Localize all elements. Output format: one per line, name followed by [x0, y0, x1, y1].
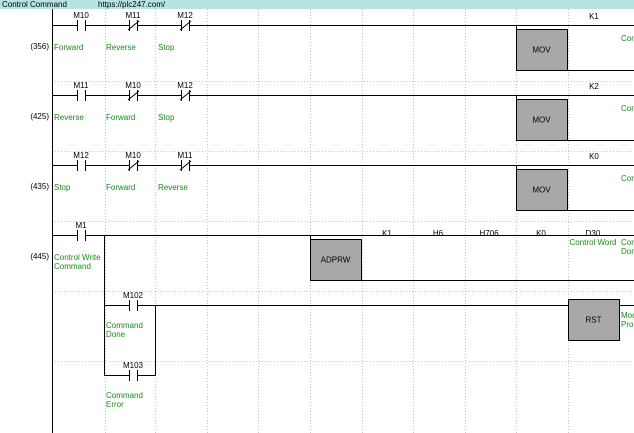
nc-slash: [127, 20, 140, 31]
contact-comment: Forward: [106, 113, 135, 122]
contact-comment: Forward: [106, 183, 135, 192]
contact-device: M11: [178, 151, 194, 160]
contact-m103[interactable]: M103: [104, 361, 156, 381]
contact-comment: Stop: [158, 43, 175, 52]
contact-comment: Command: [54, 262, 91, 271]
operand-comment: Pro: [621, 320, 634, 329]
operand-value: K0: [589, 152, 599, 161]
operand-comment: Cont: [621, 34, 634, 43]
contact-device: M10: [125, 81, 141, 90]
contact-device: M12: [177, 81, 193, 90]
contact-m11[interactable]: M11: [104, 11, 156, 31]
instruction-mnemonic: RST: [586, 316, 602, 325]
mov-instruction[interactable]: MOV: [516, 99, 568, 141]
contact-m10[interactable]: M10: [52, 11, 104, 31]
contact-comment: Done: [106, 330, 126, 339]
contact-device: M11: [126, 11, 142, 20]
instruction-box-fill: [568, 299, 620, 341]
website-url[interactable]: https://plc247.com/: [98, 0, 166, 9]
operand-value: D30: [586, 229, 601, 238]
contact-comment: Stop: [158, 113, 175, 122]
operand-comment: Cont: [621, 174, 634, 183]
nc-slash: [179, 20, 192, 31]
contact-comment: Command: [106, 391, 143, 400]
nc-slash: [179, 90, 192, 101]
contact-comment: Command: [106, 321, 143, 330]
contact-comment: Stop: [54, 183, 71, 192]
title-bar: Control Command https://plc247.com/: [0, 0, 634, 9]
operand-comment: Control Word: [570, 238, 617, 247]
step-number: (425): [30, 112, 49, 121]
contact-comment: Control Write: [54, 253, 101, 262]
contact-m11[interactable]: M11: [156, 151, 208, 171]
adprw-instruction[interactable]: ADPRW: [310, 239, 362, 281]
contact-device: M12: [73, 151, 89, 160]
program-name: Control Command: [2, 0, 67, 9]
instruction-box-fill: [310, 239, 362, 281]
mov-instruction[interactable]: MOV: [516, 169, 568, 211]
contact-device: M11: [74, 81, 90, 90]
nc-slash: [127, 90, 140, 101]
contact-m12[interactable]: M12: [156, 11, 208, 31]
contact-m11[interactable]: M11: [52, 81, 104, 101]
instruction-mnemonic: MOV: [532, 186, 551, 195]
contact-comment: Reverse: [106, 43, 136, 52]
contact-device: M12: [177, 11, 193, 20]
step-number: (445): [30, 252, 49, 261]
contact-m1[interactable]: M1: [52, 221, 104, 241]
operand-comment: Mod: [621, 311, 634, 320]
step-number: (435): [30, 182, 49, 191]
contact-device: M10: [125, 151, 141, 160]
operand-value: K1: [382, 229, 392, 238]
contact-comment: Reverse: [158, 183, 188, 192]
contact-device: M102: [123, 291, 144, 300]
operand-value: K1: [589, 12, 599, 21]
step-number: (356): [30, 42, 49, 51]
contact-m12[interactable]: M12: [52, 151, 104, 171]
nc-slash: [127, 160, 140, 171]
instruction-mnemonic: ADPRW: [321, 256, 351, 265]
instruction-mnemonic: MOV: [532, 116, 551, 125]
contact-m10[interactable]: M10: [104, 151, 156, 171]
operand-comment: Cont: [621, 104, 634, 113]
contact-m12[interactable]: M12: [156, 81, 208, 101]
instruction-mnemonic: MOV: [532, 46, 551, 55]
operand-value: K2: [589, 82, 599, 91]
operand-comment: Don: [621, 247, 634, 256]
instruction-box-fill: [516, 29, 568, 71]
operand-value: H706: [479, 229, 499, 238]
operand-value: H6: [433, 229, 444, 238]
contact-device: M10: [73, 11, 89, 20]
contact-device: M1: [75, 221, 87, 230]
contact-m10[interactable]: M10: [104, 81, 156, 101]
contact-comment: Reverse: [54, 113, 84, 122]
mov-instruction[interactable]: MOV: [516, 29, 568, 71]
contact-comment: Error: [106, 400, 124, 409]
nc-slash: [179, 160, 192, 171]
contact-m102[interactable]: M102: [104, 291, 156, 311]
contact-comment: Forward: [54, 43, 83, 52]
contact-device: M103: [123, 361, 144, 370]
operand-value: K0: [536, 229, 546, 238]
instruction-box-fill: [516, 169, 568, 211]
operand-comment: Cont: [621, 238, 634, 247]
instruction-box-fill: [516, 99, 568, 141]
rst-instruction[interactable]: RST: [568, 299, 620, 341]
